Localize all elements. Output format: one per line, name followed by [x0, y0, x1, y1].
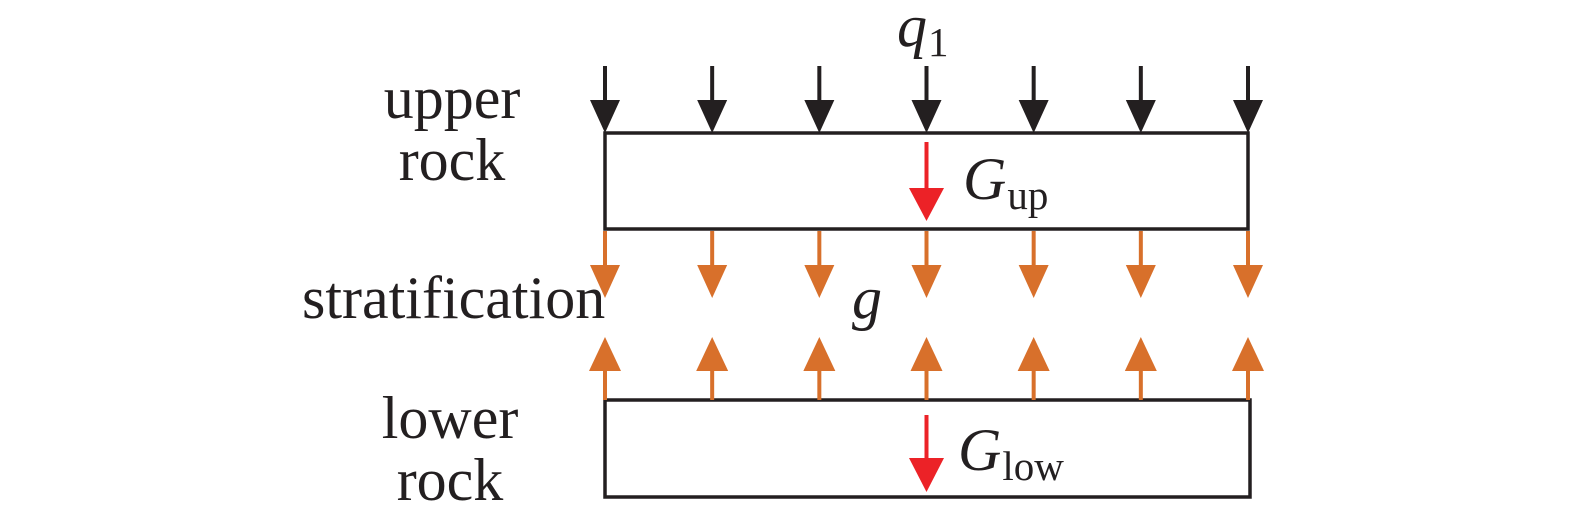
- surface-load-arrow: [1125, 66, 1156, 133]
- surface-load-arrow: [911, 66, 942, 133]
- interlayer-pressure-up-arrow: [696, 337, 729, 400]
- surface-load-subscript: 1: [928, 19, 949, 65]
- interlayer-pressure-down-arrow: [697, 231, 728, 298]
- lower-weight-subscript: low: [1002, 443, 1064, 489]
- interlayer-pressure-up-arrow: [1017, 337, 1050, 400]
- surface-load-label: q1: [897, 0, 949, 73]
- upper-weight-subscript: up: [1007, 172, 1049, 218]
- interlayer-pressure-down-arrow: [1233, 231, 1263, 298]
- interlayer-pressure-down-arrow: [1018, 231, 1049, 298]
- surface-load-arrow: [804, 66, 835, 133]
- surface-load-arrow: [1018, 66, 1049, 133]
- interlayer-pressure-up-arrow: [1232, 337, 1264, 400]
- interlayer-pressure-down-arrow: [590, 231, 620, 298]
- lower-rock-label: lower rock: [338, 387, 562, 511]
- lower-rock-label-line2: rock: [396, 447, 504, 513]
- upper-weight-symbol: G: [963, 146, 1007, 212]
- surface-load-symbol: q: [897, 0, 927, 59]
- lower-rock-weight-arrow: [909, 415, 944, 492]
- upper-rock-label-line2: rock: [398, 127, 506, 193]
- surface-load-arrow: [590, 66, 620, 133]
- interlayer-pressure-down-arrow: [911, 231, 942, 298]
- interlayer-pressure-down-arrow: [1125, 231, 1156, 298]
- interlayer-pressure-up-arrow: [803, 337, 836, 400]
- upper-rock-label-line1: upper: [383, 65, 521, 131]
- lower-weight-label: Glow: [958, 419, 1064, 497]
- lower-weight-symbol: G: [958, 417, 1002, 483]
- upper-weight-label: Gup: [963, 148, 1048, 226]
- interlayer-gravity-label: g: [852, 265, 882, 331]
- interlayer-pressure-up-arrow: [1124, 337, 1157, 400]
- surface-load-arrow: [697, 66, 728, 133]
- upper-rock-label: upper rock: [340, 67, 564, 191]
- stratification-label: stratification: [302, 265, 606, 331]
- upper-rock-weight-arrow: [909, 142, 944, 221]
- interlayer-pressure-up-arrow: [910, 337, 943, 400]
- interlayer-pressure-up-arrow: [589, 337, 621, 400]
- interlayer-pressure-down-arrow: [804, 231, 835, 298]
- surface-load-arrow: [1233, 66, 1263, 133]
- lower-rock-label-line1: lower: [381, 385, 519, 451]
